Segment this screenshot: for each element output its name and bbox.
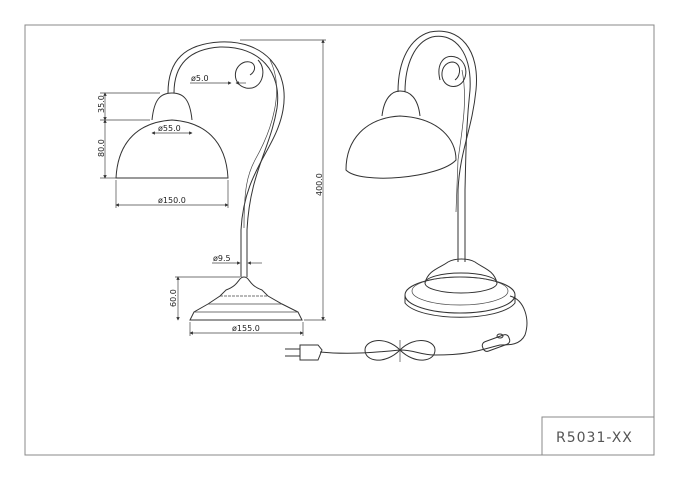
dim-base-height: 60.0 [169,289,178,307]
shade [345,115,457,179]
inline-switch [481,333,511,352]
lamp-side-view: ø5.0 35.0 ø55.0 80.0 ø150.0 400.0 ø9.5 6… [97,39,326,336]
dim-shade-height: 80.0 [97,139,106,157]
plug [285,344,323,361]
drawing-frame [24,24,655,456]
base [189,276,303,321]
dim-shade-diameter: ø150.0 [158,196,186,205]
dim-total-height: 400.0 [315,173,324,196]
dim-cap-diameter: ø55.0 [158,124,181,133]
title-block: R5031-XX [541,416,655,456]
shade [115,119,229,179]
dim-base-diameter: ø155.0 [232,324,260,333]
dim-arm-diameter: ø5.0 [191,74,209,83]
power-cord [319,295,528,356]
scroll-spiral [438,56,467,87]
lamp-arm [397,30,478,262]
shade-cap [381,90,421,117]
dim-cap-height: 35.0 [97,95,106,113]
lamp-arm [167,41,285,277]
lamp-perspective-view [285,30,528,362]
shade-cap [151,92,193,121]
model-code: R5031-XX [556,430,633,446]
scroll-spiral [234,59,264,89]
base-dome [424,258,498,284]
dim-stem-diameter: ø9.5 [213,254,231,263]
